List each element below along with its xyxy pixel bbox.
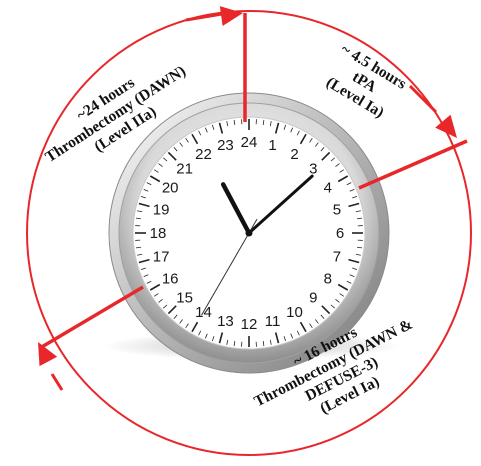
dial-number: 15 xyxy=(176,289,193,306)
dial-number: 1 xyxy=(268,137,276,154)
arrow-shaft-4-5h xyxy=(410,86,436,112)
dial-number: 4 xyxy=(324,180,332,197)
dial-number: 23 xyxy=(217,137,234,154)
arrowhead-16h xyxy=(38,342,57,366)
dial-number: 17 xyxy=(153,249,170,266)
dial-number: 9 xyxy=(309,289,317,306)
clock: 241234567891011121314151617181920212223 xyxy=(102,93,402,373)
radial-line-4-5h xyxy=(359,141,467,188)
dial-number: 22 xyxy=(195,146,212,163)
dial-number: 5 xyxy=(333,201,341,218)
dial-number: 8 xyxy=(324,271,332,288)
tpa-window-label: ~ 4.5 hours tPA (Level Ia) xyxy=(319,41,409,124)
dial-number: 12 xyxy=(241,316,258,333)
dial-number: 11 xyxy=(265,313,281,330)
arrowhead-24h xyxy=(220,6,243,26)
dial-number: 6 xyxy=(336,225,344,242)
dial-number: 7 xyxy=(333,249,341,266)
dial-number: 16 xyxy=(162,271,179,288)
dial-number: 10 xyxy=(286,304,303,321)
dial-number: 3 xyxy=(309,161,317,178)
dial-number: 13 xyxy=(217,313,234,330)
dial-number: 21 xyxy=(176,161,193,178)
arrow-shaft-16h xyxy=(52,374,62,390)
dial-number: 2 xyxy=(290,146,298,163)
dial-number: 18 xyxy=(150,225,167,242)
dial-number: 20 xyxy=(162,180,179,197)
hand-pivot xyxy=(246,230,253,237)
dial-number: 19 xyxy=(153,201,170,218)
dial-number: 24 xyxy=(241,134,258,151)
